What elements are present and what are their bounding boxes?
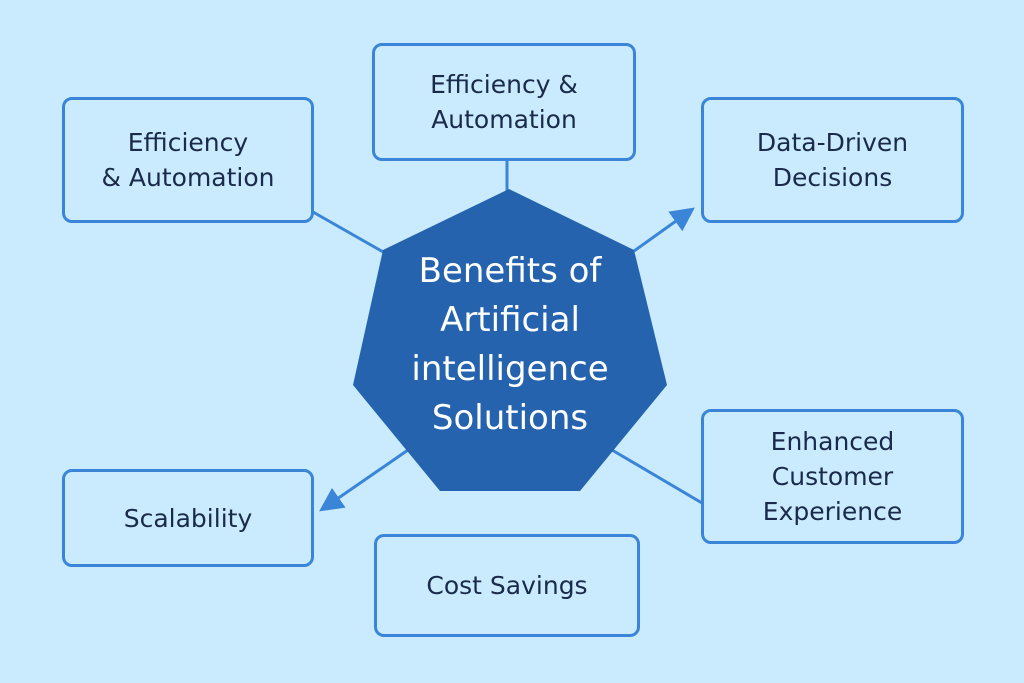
- arrow-top-right: [633, 207, 695, 253]
- connector-top-left: [312, 210, 386, 255]
- node-enhanced-customer-experience: Enhanced Customer Experience: [701, 409, 964, 544]
- arrow-bottom-left: [319, 448, 409, 512]
- center-title: Benefits of Artificial intelligence Solu…: [411, 251, 609, 438]
- center-heptagon: [353, 189, 667, 491]
- node-scalability: Scalability: [62, 469, 314, 567]
- node-efficiency-automation-left: Efficiency & Automation: [62, 97, 314, 223]
- node-efficiency-automation-top: Efficiency & Automation: [372, 43, 636, 161]
- node-cost-savings: Cost Savings: [374, 534, 640, 637]
- node-data-driven-decisions: Data-Driven Decisions: [701, 97, 964, 223]
- connector-bottom-right: [611, 448, 703, 505]
